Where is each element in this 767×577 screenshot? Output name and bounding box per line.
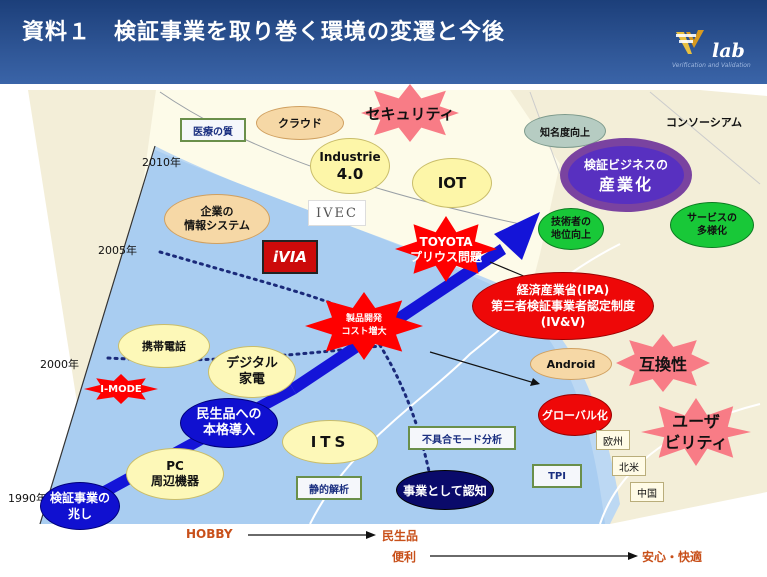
oval-service-line2: 多様化	[697, 226, 727, 237]
logo-subtitle: Verification and Validation	[672, 62, 751, 69]
star-gokansei-label: 互換性	[638, 355, 687, 374]
box-seiteki: 静的解析	[296, 476, 362, 500]
star-security-label: セキュリティ	[365, 104, 455, 123]
diagram-canvas: 2010年 2005年 2000年 1990年 セキュリティ TOYOTA プリ…	[0, 84, 767, 577]
star-toyota	[395, 216, 497, 282]
axis-arrow-head	[628, 552, 638, 560]
oval-keizai: 経済産業省(IPA) 第三者検証事業者認定制度 (IV&V)	[472, 272, 654, 340]
region-north-america: 北米	[612, 456, 646, 476]
wedge-line	[599, 403, 761, 525]
star-usability-label: ユーザ ビリティ	[656, 410, 736, 454]
oval-pc: PC 周辺機器	[126, 448, 224, 500]
axis-anshin: 安心・快適	[642, 550, 703, 564]
box-fuguai: 不具合モード分析	[408, 426, 516, 450]
oval-android: Android	[530, 348, 612, 380]
oval-kenshou-kizashi-line1: 検証事業の	[49, 491, 110, 505]
oval-gijutsusha: 技術者の 地位向上	[538, 208, 604, 250]
star-usability	[641, 398, 751, 466]
star-imode	[84, 374, 158, 404]
ivia-logo: iVIA	[262, 240, 318, 274]
oval-pc-line1: PC	[166, 459, 184, 473]
year-label-2005: 2005年	[98, 244, 137, 257]
star-imode-label: I-MODE	[100, 383, 142, 395]
box-tpi: TPI	[532, 464, 582, 488]
axis-hobby: HOBBY	[186, 527, 233, 541]
oval-digital-line2: 家電	[238, 372, 265, 387]
wedge-line	[649, 91, 761, 185]
box-iryou: 医療の質	[180, 118, 246, 142]
oval-keizai-line2: 第三者検証事業者認定制度	[490, 299, 635, 313]
wedge-line	[39, 145, 156, 525]
oval-gijutsusha-line2: 地位向上	[551, 230, 591, 241]
oval-digital: デジタル 家電	[208, 346, 296, 398]
oval-its: ITS	[282, 420, 378, 464]
axis-benri: 便利	[392, 550, 417, 564]
star-toyota-line1: TOYOTA	[419, 235, 473, 249]
axis-minseihin: 民生品	[382, 529, 419, 543]
region-europe: 欧州	[596, 430, 630, 450]
oval-service-line1: サービスの	[687, 213, 737, 224]
oval-kigyou-line2: 情報システム	[184, 219, 250, 232]
logo-text: lab	[712, 40, 745, 62]
star-gokansei	[616, 334, 710, 392]
oval-keizai-line1: 経済産業省(IPA)	[516, 283, 610, 297]
oval-sangyouka-line1: 検証ビジネスの	[583, 158, 668, 172]
axis-arrow-head	[366, 531, 376, 539]
oval-kenshou-kizashi-line2: 兆し	[67, 507, 92, 521]
star-shapes	[84, 84, 751, 466]
star-seihin	[305, 292, 423, 360]
consortium-label: コンソーシアム	[666, 116, 743, 129]
oval-iot: IOT	[412, 158, 492, 208]
star-toyota-line2: プリウス問題	[409, 250, 482, 264]
oval-industrie-line2: 4.0	[336, 165, 364, 183]
title-bar: 資料１ 検証事業を取り巻く環境の変遷と今後 lab Verification a…	[0, 0, 767, 84]
star-usability-line2: ビリティ	[664, 433, 728, 452]
oval-keitai: 携帯電話	[118, 324, 210, 368]
oval-industrie: Industrie 4.0	[310, 138, 390, 194]
oval-minsei-line2: 本格導入	[202, 423, 255, 438]
year-label-2000: 2000年	[40, 358, 79, 371]
oval-sangyouka-line2: 産業化	[598, 175, 653, 194]
oval-service: サービスの 多様化	[670, 202, 754, 248]
oval-pc-line2: 周辺機器	[150, 474, 199, 488]
progress-arrow-head	[494, 212, 540, 260]
oval-global: グローバル化	[538, 394, 612, 436]
star-seihin-line2: コスト増大	[341, 327, 387, 337]
star-toyota-label: TOYOTA プリウス問題	[402, 234, 490, 266]
oval-kigyou: 企業の 情報システム	[164, 194, 270, 244]
page-title: 資料１ 検証事業を取り巻く環境の変遷と今後	[22, 20, 506, 45]
oval-digital-line1: デジタル	[226, 356, 278, 371]
region-china: 中国	[630, 482, 664, 502]
thin-arrow	[429, 351, 539, 385]
star-security	[361, 84, 459, 142]
thin-arrow-head	[530, 378, 540, 386]
year-label-2010: 2010年	[142, 156, 181, 169]
star-usability-line1: ユーザ	[672, 412, 720, 431]
ivec-logo: IVEC	[308, 200, 366, 226]
oval-keizai-line3: (IV&V)	[540, 315, 586, 329]
oval-sangyouka: 検証ビジネスの 産業化	[560, 138, 692, 212]
vlab-logo-icon	[676, 30, 704, 54]
oval-cloud: クラウド	[256, 106, 344, 140]
oval-gijutsusha-line1: 技術者の	[551, 217, 591, 228]
star-seihin-label: 製品開発 コスト増大	[324, 312, 404, 340]
oval-kenshou-kizashi: 検証事業の 兆し	[40, 482, 120, 530]
star-seihin-line1: 製品開発	[345, 314, 382, 324]
oval-kigyou-line1: 企業の	[200, 205, 234, 218]
oval-minsei: 民生品への 本格導入	[180, 398, 278, 448]
oval-minsei-line1: 民生品への	[196, 407, 262, 422]
year-label-1990: 1990年	[8, 492, 47, 505]
oval-industrie-line1: Industrie	[319, 150, 381, 164]
oval-jigyou: 事業として認知	[396, 470, 494, 510]
